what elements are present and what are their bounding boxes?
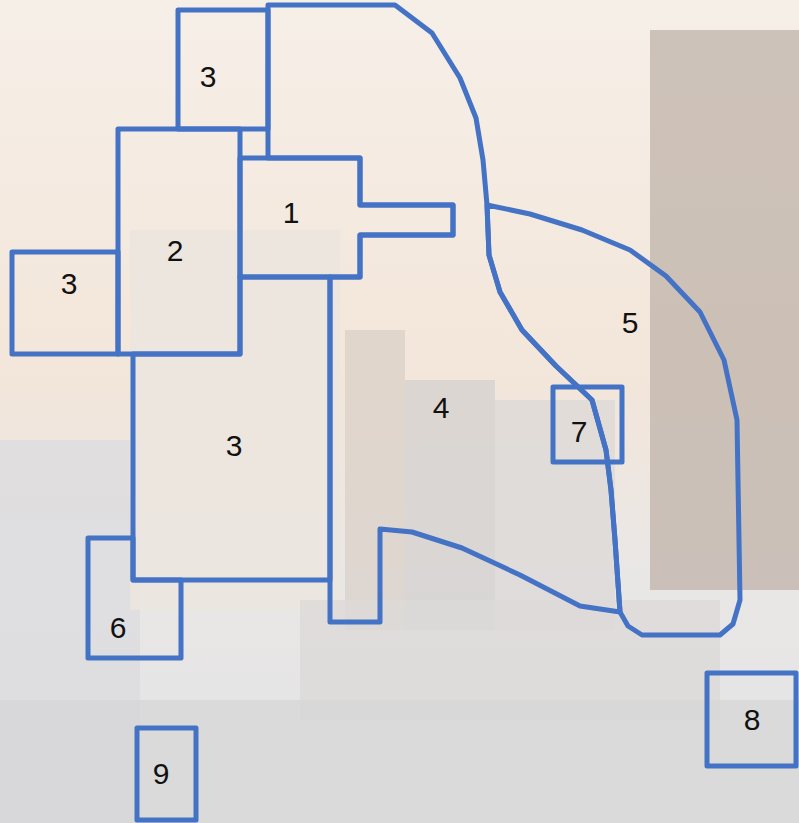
map-region: 8 [707, 673, 796, 766]
map-region: 2 [118, 129, 240, 354]
region-outline-canvas [553, 387, 622, 462]
region-outline-canvas [487, 205, 740, 635]
region-outline [707, 673, 796, 766]
region-outline [268, 5, 620, 622]
map-region: 5 [487, 205, 740, 635]
region-outline [133, 277, 330, 580]
region-number: 1 [283, 198, 300, 228]
region-outline [137, 728, 196, 820]
region-outline-canvas [88, 538, 181, 658]
region-number: 9 [153, 759, 170, 789]
region-outline [118, 129, 240, 354]
region-number: 3 [226, 431, 243, 461]
map-region: 7 [553, 387, 622, 462]
building [405, 380, 495, 630]
region-number: 6 [110, 613, 127, 643]
region-number: 4 [433, 393, 450, 423]
region-outline [240, 158, 453, 277]
map-region: 3 [133, 277, 330, 580]
map-region: 9 [137, 728, 196, 820]
region-outline-canvas [133, 277, 330, 580]
tower [650, 30, 799, 590]
region-outline [88, 538, 181, 658]
region-number: 7 [571, 417, 588, 447]
map-region: 1 [240, 158, 453, 277]
region-outline-canvas [12, 252, 118, 354]
region-outline [12, 252, 118, 354]
region-number: 8 [744, 705, 761, 735]
region-outline [487, 205, 740, 635]
region-outline-canvas [268, 5, 620, 622]
region-number: 2 [167, 236, 184, 266]
region-number: 5 [622, 308, 639, 338]
region-number: 3 [200, 62, 217, 92]
building [130, 230, 340, 610]
building [345, 330, 405, 630]
map-region: 4 [268, 5, 620, 622]
map-region: 6 [88, 538, 181, 658]
region-outline-canvas [178, 10, 268, 129]
street [0, 700, 799, 823]
region-outline-canvas [240, 158, 453, 277]
map-region: 3 [178, 10, 268, 129]
region-number: 3 [61, 269, 78, 299]
region-outline [178, 10, 268, 129]
region-outline [553, 387, 622, 462]
map-region: 3 [12, 252, 118, 354]
